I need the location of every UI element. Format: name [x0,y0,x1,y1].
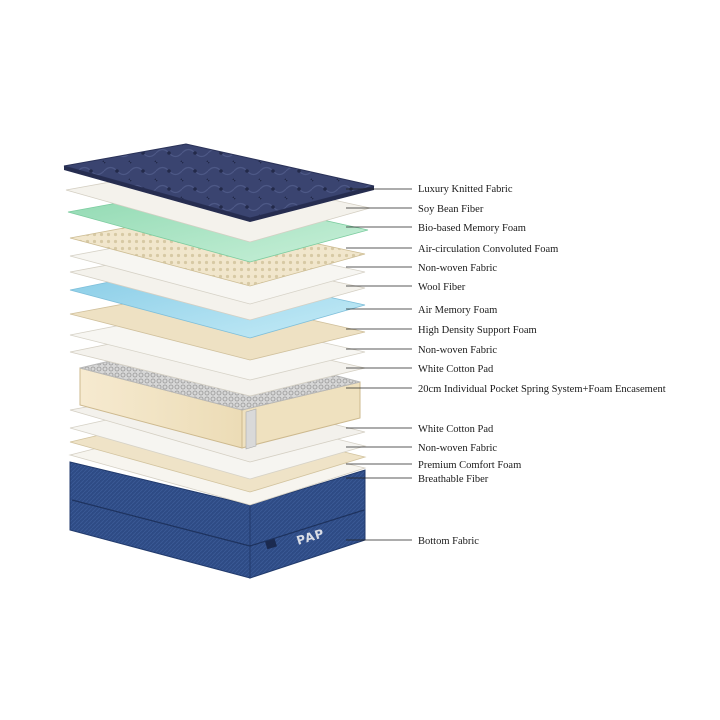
label-high-density-support-foam: High Density Support Foam [418,325,537,336]
label-non-woven-fabric: Non-woven Fabric [418,263,497,274]
label-soy-bean-fiber: Soy Bean Fiber [418,204,484,215]
label-pocket-spring-system: 20cm Individual Pocket Spring System+Foa… [418,384,666,395]
label-wool-fiber: Wool Fiber [418,282,466,293]
label-breathable-fiber: Breathable Fiber [418,474,489,485]
label-luxury-knitted-fabric: Luxury Knitted Fabric [418,184,513,195]
label-premium-comfort-foam: Premium Comfort Foam [418,460,521,471]
label-air-circulation-convoluted-foam: Air-circulation Convoluted Foam [418,244,558,255]
layer-luxury-knitted-fabric [63,143,375,222]
layer-labels: Luxury Knitted Fabric Soy Bean Fiber Bio… [346,184,666,547]
label-white-cotton-pad: White Cotton Pad [418,364,494,375]
label-bio-based-memory-foam: Bio-based Memory Foam [418,223,526,234]
layer-bottom-fabric: PAP [69,461,366,579]
label-white-cotton-pad: White Cotton Pad [418,424,494,435]
label-bottom-fabric: Bottom Fabric [418,536,479,547]
label-non-woven-fabric: Non-woven Fabric [418,345,497,356]
label-air-memory-foam: Air Memory Foam [418,305,497,316]
label-non-woven-fabric: Non-woven Fabric [418,443,497,454]
